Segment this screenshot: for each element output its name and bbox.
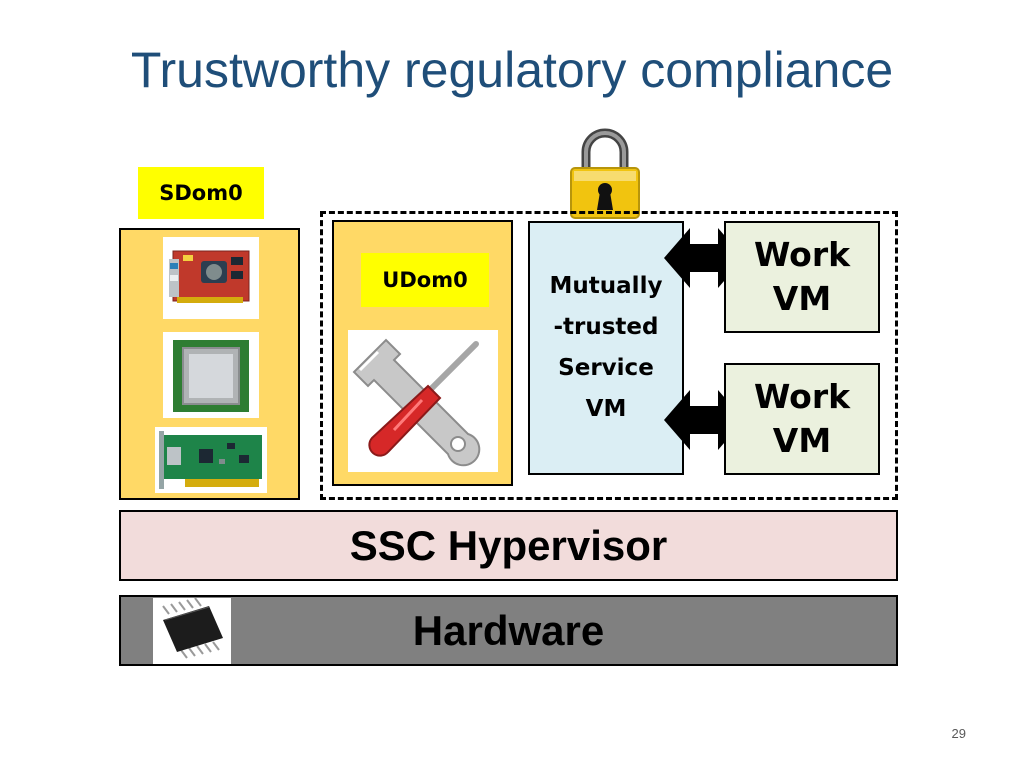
graphics-card-icon	[163, 237, 259, 319]
cpu-icon	[163, 332, 259, 418]
service-vm-line-2: -trusted	[553, 314, 659, 340]
hypervisor-bar: SSC Hypervisor	[119, 510, 898, 581]
work-vm-line-2: VM	[772, 279, 832, 318]
work-vm-line-1: Work	[753, 377, 851, 416]
sdom0-label: SDom0	[138, 167, 264, 219]
service-vm-box: Mutually -trusted Service VM	[528, 221, 684, 475]
udom0-box: UDom0	[332, 220, 513, 486]
user-domain-group	[320, 211, 898, 500]
work-vm-line-2: VM	[772, 421, 832, 460]
service-vm-line-4: VM	[585, 396, 627, 422]
slide-title: Trustworthy regulatory compliance	[130, 42, 894, 98]
wrench-screwdriver-icon	[348, 330, 498, 472]
work-vm-box: Work VM	[724, 363, 880, 475]
hardware-bar: Hardware	[119, 595, 898, 666]
sdom0-box	[119, 228, 300, 500]
service-vm-line-1: Mutually	[549, 273, 663, 299]
udom0-label: UDom0	[361, 253, 489, 307]
padlock-icon	[568, 126, 642, 220]
hardware-label: Hardware	[412, 606, 605, 654]
work-vm-line-1: Work	[753, 235, 851, 274]
service-vm-line-3: Service	[558, 355, 654, 381]
microchip-icon	[153, 598, 231, 664]
network-card-icon	[155, 427, 267, 493]
work-vm-box: Work VM	[724, 221, 880, 333]
service-vm-label: Mutually -trusted Service VM	[550, 266, 663, 430]
page-number: 29	[951, 726, 966, 741]
